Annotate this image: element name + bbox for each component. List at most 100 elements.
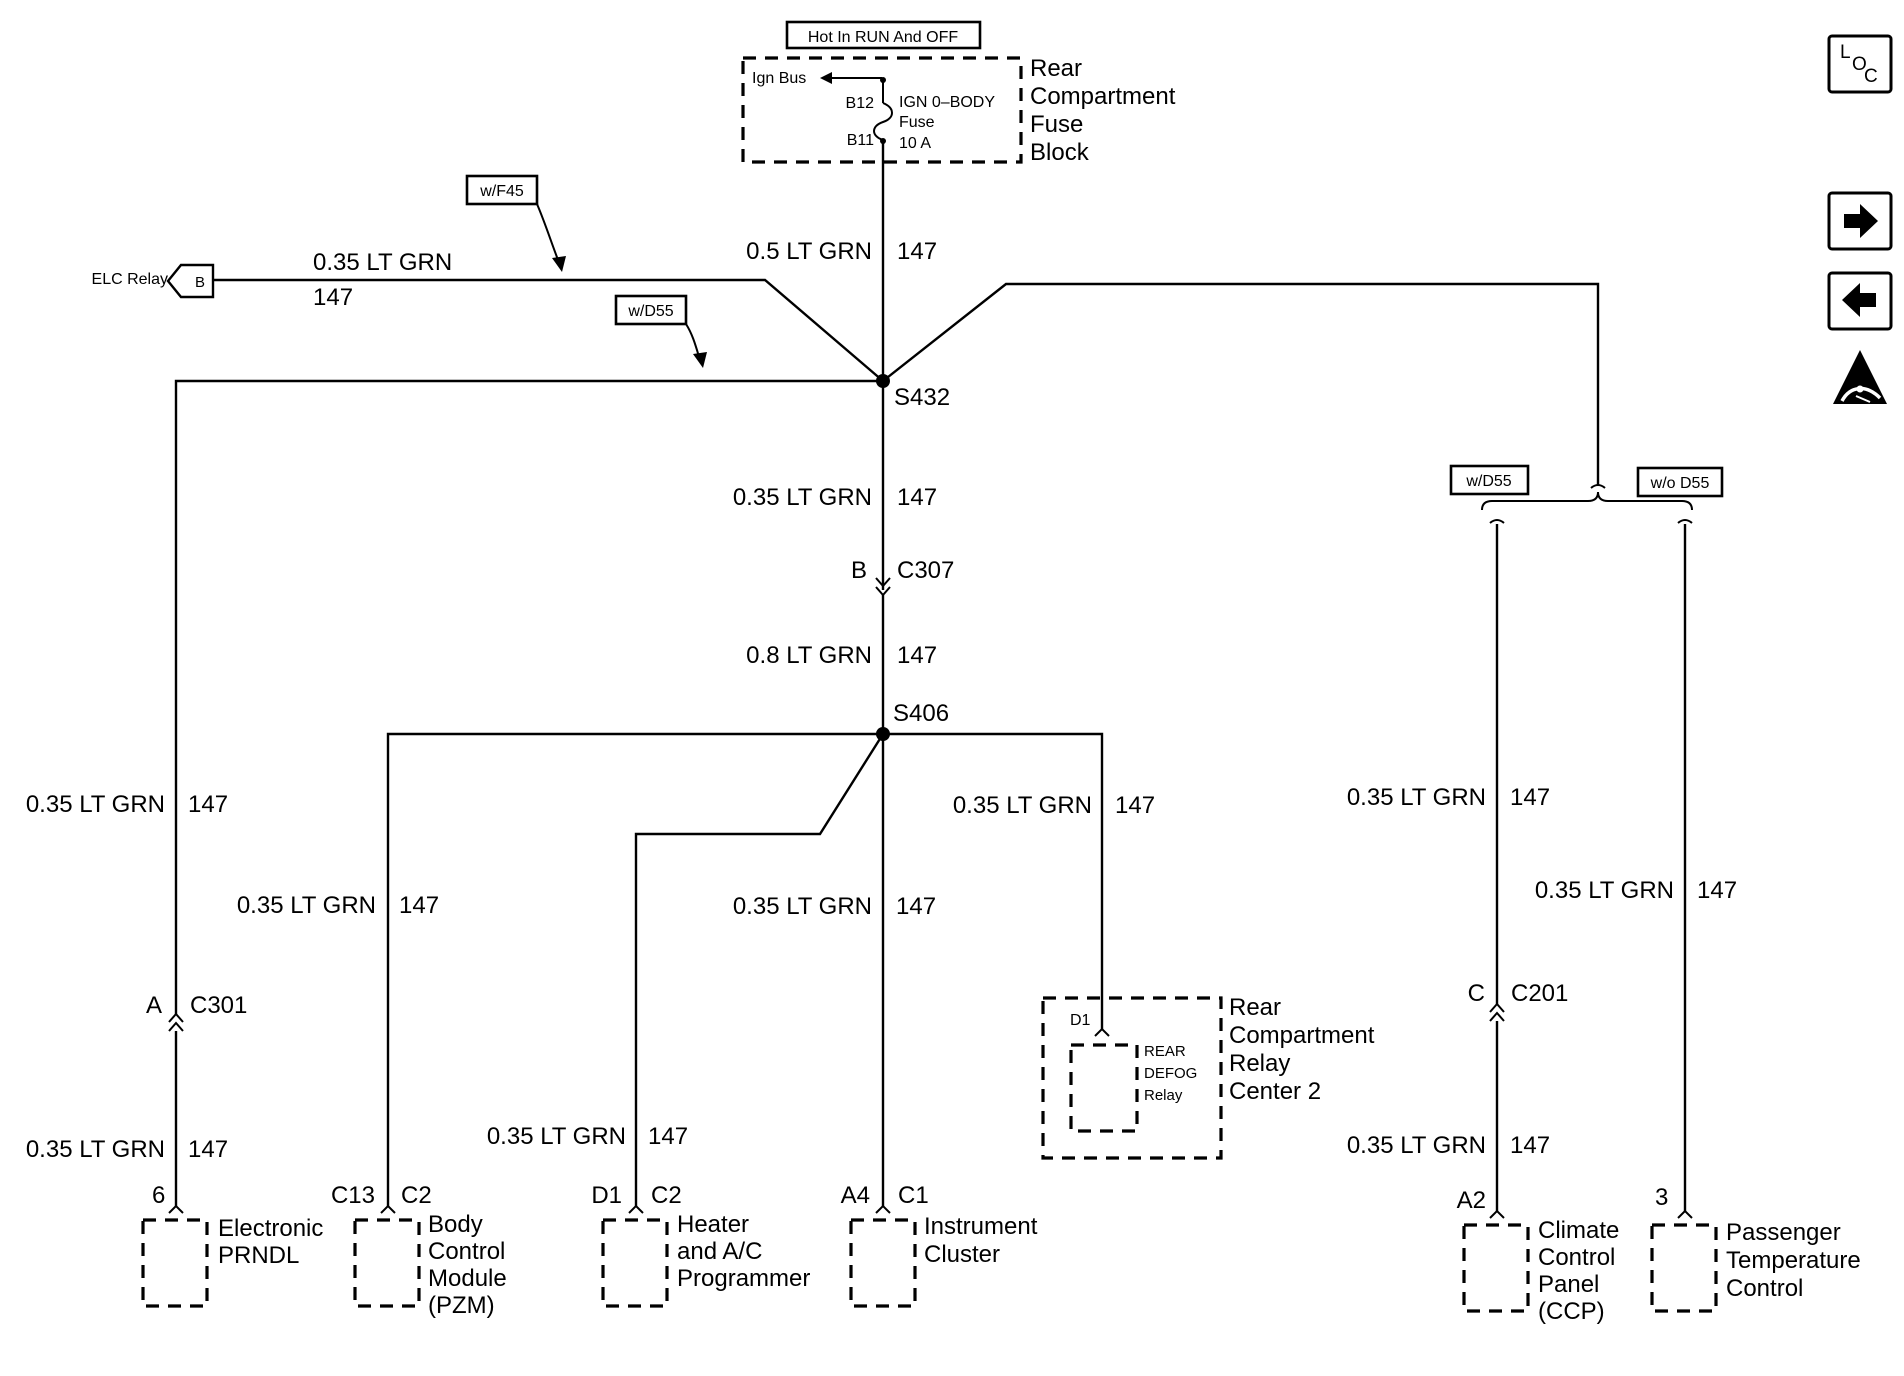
ptc-name-3: Control: [1726, 1275, 1803, 1302]
hvac-name-1: Heater: [677, 1211, 749, 1238]
hvac-gauge: 0.35 LT GRN: [487, 1123, 626, 1150]
loc-icon[interactable]: L O C: [1827, 34, 1893, 94]
trunk-mid-gauge: 0.35 LT GRN: [733, 484, 872, 511]
hvac-conn: C2: [651, 1182, 682, 1209]
option-w-d55-left-box: [614, 294, 688, 326]
bcm-circuit: 147: [399, 892, 439, 919]
prndl-component-box: [141, 1218, 209, 1308]
elc-relay-branch: 0.35 LT GRN 147 B ELC Relay w/F45: [92, 174, 884, 382]
hvac-component-box: [601, 1218, 669, 1308]
fuse-block-name-2: Compartment: [1030, 83, 1176, 110]
relay-name-3: Relay: [1144, 1087, 1183, 1104]
ccp-name-1: Climate: [1538, 1217, 1619, 1244]
arrow-left-icon[interactable]: [1827, 271, 1893, 331]
prndl-pin-terminal: [168, 1204, 184, 1214]
option-wo-d55: w/o D55: [1650, 475, 1710, 492]
prndl-branch: w/D55 0.35 LT GRN 147 A C301 0.35 LT GRN…: [26, 294, 883, 1308]
ptc-component-box: [1650, 1223, 1718, 1313]
trunk-low-gauge: 0.8 LT GRN: [746, 642, 872, 669]
ptc-pin-terminal: [1677, 1209, 1693, 1219]
hvac-pin-terminal: [628, 1204, 644, 1214]
relay-center-outer-box: [1041, 996, 1223, 1160]
ccp-name-4: (CCP): [1538, 1298, 1605, 1325]
prndl-name-1: Electronic: [218, 1215, 323, 1242]
elc-relay-wire: [212, 278, 884, 382]
esd-warning-icon[interactable]: [1833, 350, 1887, 404]
power-source: Hot In RUN And OFF Ign Bus B12 B11 IGN 0…: [741, 20, 1176, 166]
trunk-low-circuit: 147: [897, 642, 937, 669]
ptc-top-hook: [1677, 519, 1693, 524]
option-w-d55-right-box: [1449, 464, 1530, 496]
ign-bus-label: Ign Bus: [752, 70, 806, 87]
option-w-d55-left: w/D55: [627, 303, 673, 320]
bcm-name-2: Control: [428, 1238, 505, 1265]
fuse-block-name-1: Rear: [1030, 55, 1082, 82]
cluster-gauge: 0.35 LT GRN: [733, 893, 872, 920]
ccp-gauge-lower: 0.35 LT GRN: [1347, 1132, 1486, 1159]
cluster-pin-terminal: [875, 1204, 891, 1214]
hvac-wire: [634, 733, 885, 1207]
arrow-right-icon[interactable]: [1827, 191, 1893, 251]
ptc-name-1: Passenger: [1726, 1219, 1841, 1246]
hvac-name-2: and A/C: [677, 1238, 762, 1265]
hot-label-box: [785, 20, 982, 50]
option-w-f45: w/F45: [479, 183, 524, 200]
fuse-block-name-4: Block: [1030, 139, 1090, 166]
fuse-name: IGN 0–BODY: [899, 94, 995, 111]
ccp-name-2: Control: [1538, 1244, 1615, 1271]
elc-relay-gauge: 0.35 LT GRN: [313, 249, 452, 276]
ptc-pin: 3: [1655, 1184, 1668, 1211]
fuse-rating: 10 A: [899, 135, 931, 152]
c301-connector-symbol: [168, 1012, 184, 1032]
prndl-pin: 6: [152, 1182, 165, 1209]
option-w-f45-box: [465, 174, 539, 206]
hvac-name-3: Programmer: [677, 1265, 810, 1292]
pin-b11: B11: [847, 132, 874, 149]
bcm-name-1: Body: [428, 1211, 483, 1238]
bcm-pin-terminal: [380, 1204, 396, 1214]
prndl-wire-upper: [174, 379, 883, 1015]
hvac-pin: D1: [591, 1182, 622, 1209]
relay-center-pin: D1: [1070, 1012, 1091, 1029]
svg-text:O: O: [1852, 54, 1867, 75]
ccp-pin-terminal: [1489, 1209, 1505, 1219]
bcm-wire: [386, 732, 883, 1207]
splice-s432-label: S432: [894, 384, 950, 411]
prndl-circuit-lower: 147: [188, 1136, 228, 1163]
svg-text:C: C: [1864, 66, 1878, 87]
prndl-gauge-lower: 0.35 LT GRN: [26, 1136, 165, 1163]
cluster-name-1: Instrument: [924, 1213, 1038, 1240]
elc-relay-connector: [166, 263, 215, 299]
c201-connector-symbol: [1489, 1002, 1505, 1022]
relay-name-1: REAR: [1144, 1043, 1186, 1060]
ccp-gauge-upper: 0.35 LT GRN: [1347, 784, 1486, 811]
ccp-circuit-lower: 147: [1510, 1132, 1550, 1159]
relay-center-wire: [883, 732, 1104, 1030]
c301-name: C301: [190, 992, 247, 1019]
trunk-top-gauge: 0.5 LT GRN: [746, 238, 872, 265]
c307-name: C307: [897, 557, 954, 584]
ccp-name-3: Panel: [1538, 1271, 1599, 1298]
option-w-f45-arrowhead: [552, 256, 566, 272]
option-w-d55-right: w/D55: [1465, 473, 1511, 490]
cluster-name-2: Cluster: [924, 1241, 1000, 1268]
pin-b12: B12: [846, 95, 875, 112]
relay-name-2: DEFOG: [1144, 1065, 1197, 1082]
fuse-block-outline: [741, 56, 1023, 164]
bcm-conn: C2: [401, 1182, 432, 1209]
option-wo-d55-box: [1636, 466, 1724, 498]
splice-s406-label: S406: [893, 700, 949, 727]
bcm-name-3: Module: [428, 1265, 507, 1292]
nav-icons: L O C: [1827, 34, 1893, 404]
relay-center-gauge: 0.35 LT GRN: [953, 792, 1092, 819]
ccp-top-hook: [1489, 519, 1505, 524]
option-bracket: [1481, 491, 1693, 511]
relay-center-name-4: Center 2: [1229, 1078, 1321, 1105]
ign-bus-arrowhead: [820, 72, 832, 84]
option-w-d55-left-arrowhead: [693, 352, 707, 368]
relay-center-name-2: Compartment: [1229, 1022, 1375, 1049]
c201-pin: C: [1468, 980, 1485, 1007]
bcm-pin: C13: [331, 1182, 375, 1209]
trunk-top-circuit: 147: [897, 238, 937, 265]
